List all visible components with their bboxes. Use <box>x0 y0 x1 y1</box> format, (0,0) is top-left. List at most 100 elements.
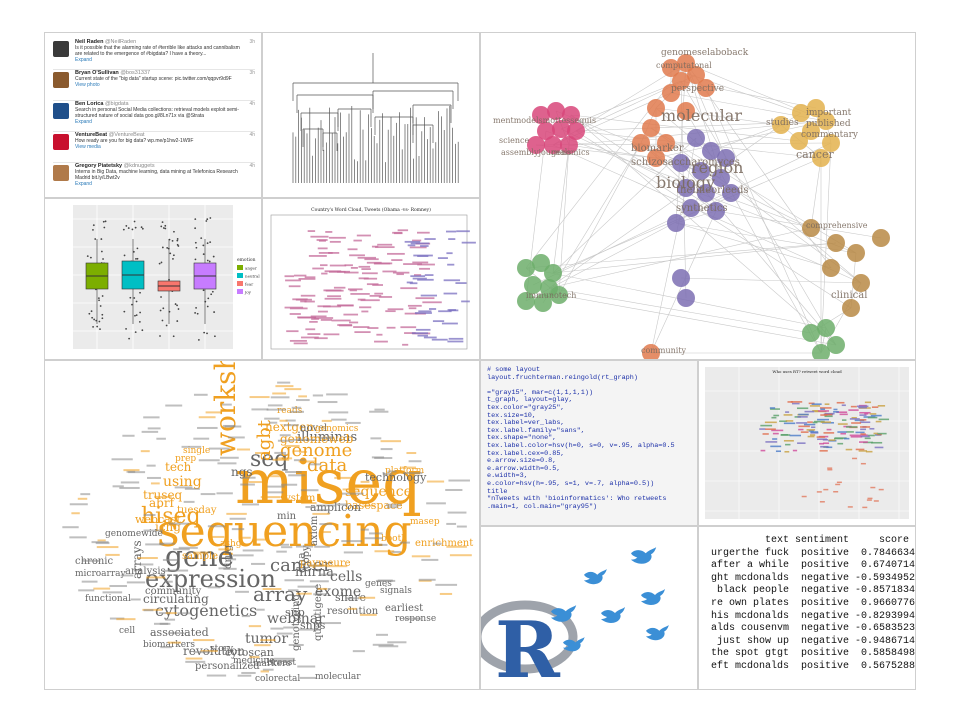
cloud-filler-word <box>270 396 290 399</box>
cloud-word: sequencing <box>157 506 412 557</box>
sentiment-row: eft mcdonalds positive 0.5675288 <box>711 660 916 672</box>
jitter-point <box>88 312 91 315</box>
cloud-filler-word <box>298 395 307 398</box>
comparison-word <box>358 277 369 280</box>
jitter-point <box>135 300 138 303</box>
network-node <box>802 219 820 237</box>
jitter-point <box>214 335 216 338</box>
jitter-point <box>213 311 216 313</box>
scatter-word <box>818 410 830 412</box>
jitter-point <box>125 327 127 330</box>
code-line: title <box>487 487 508 496</box>
comparison-word <box>417 255 429 258</box>
scatter-word <box>808 430 814 432</box>
tweet-action-link[interactable]: Expand <box>75 57 92 63</box>
cloud-filler-word <box>123 469 140 472</box>
scatter-word <box>822 438 829 441</box>
tweet-action-link[interactable]: View media <box>75 144 101 150</box>
jitter-point <box>158 262 161 265</box>
cloud-filler-word <box>167 641 182 644</box>
cloud-word: mirna <box>295 565 334 580</box>
comparison-word <box>309 320 318 323</box>
cloud-filler-word <box>273 657 295 660</box>
cloud-filler-word <box>435 583 458 586</box>
author-handle[interactable]: @bos31337 <box>120 70 151 76</box>
cloud-filler-word <box>264 417 280 420</box>
tweet-author[interactable]: Bryan O'Sullivan @bos31337 <box>75 70 241 76</box>
cloud-word: prep <box>175 454 196 464</box>
comparison-word <box>404 312 418 315</box>
comparison-word <box>285 279 301 282</box>
author-name[interactable]: Ben Lorica <box>75 101 105 107</box>
cloud-filler-word <box>221 403 232 406</box>
author-handle[interactable]: @VentureBeat <box>108 132 145 138</box>
comparison-word <box>323 333 340 336</box>
network-node <box>672 154 690 172</box>
author-name[interactable]: Bryan O'Sullivan <box>75 70 121 76</box>
tweet-author[interactable]: Gregory Piatetsky @kdnuggets <box>75 163 241 169</box>
scatter-word <box>785 420 794 422</box>
cloud-filler-word <box>371 456 385 459</box>
comparison-word <box>297 316 317 319</box>
network-edge <box>548 124 782 289</box>
cloud-filler-word <box>399 541 410 544</box>
jitter-point <box>209 217 212 219</box>
scatter-word <box>771 429 784 432</box>
scatter-word <box>851 417 857 419</box>
comparison-word <box>344 271 359 274</box>
comparison-word <box>361 268 371 270</box>
cloud-filler-word <box>96 546 119 549</box>
tweet-author[interactable]: VentureBeat @VentureBeat <box>75 132 241 138</box>
avatar <box>53 134 69 150</box>
scatter-word <box>859 411 871 414</box>
tweet-author[interactable]: Neil Raden @NeilRaden <box>75 39 241 45</box>
tweet-author[interactable]: Ben Lorica @bigdata <box>75 101 241 107</box>
cloud-word: data <box>307 455 347 476</box>
author-name[interactable]: Neil Raden <box>75 39 105 45</box>
comparison-word <box>294 274 307 277</box>
comparison-word <box>448 337 464 340</box>
cloud-word: dna <box>295 552 308 573</box>
tweet-action-link[interactable]: Expand <box>75 119 92 125</box>
scatter-word <box>859 419 867 421</box>
cloud-filler-word <box>232 554 254 557</box>
comparison-word <box>410 242 430 245</box>
scatter-word <box>796 422 808 424</box>
sentiment-row: black people negative -0.8571834 <box>711 585 916 597</box>
jitter-point <box>203 331 206 334</box>
author-name[interactable]: Gregory Piatetsky <box>75 163 124 169</box>
cloud-filler-word <box>81 580 98 583</box>
network-node <box>537 122 555 140</box>
scatter-word <box>870 414 882 417</box>
author-name[interactable]: VentureBeat <box>75 132 109 138</box>
comparison-word <box>441 322 458 325</box>
author-handle[interactable]: @kdnuggets <box>123 163 155 169</box>
network-edge <box>655 107 782 126</box>
cloud-filler-word <box>270 627 284 630</box>
scatter-word <box>801 495 807 498</box>
cloud-filler-word <box>369 410 389 413</box>
comparison-word <box>361 310 369 313</box>
author-handle[interactable]: @NeilRaden <box>104 39 137 45</box>
cloud-filler-word <box>262 588 282 591</box>
scatter-word <box>841 404 846 407</box>
comparison-word <box>366 283 379 286</box>
cloud-filler-word <box>374 550 395 553</box>
scatter-word <box>876 433 882 436</box>
cloud-filler-word <box>227 558 237 561</box>
cloud-filler-word <box>275 385 294 388</box>
divider <box>53 69 255 70</box>
scatter-word <box>840 432 846 435</box>
cloud-filler-word <box>102 591 123 594</box>
tweet-action-link[interactable]: View photo <box>75 82 100 88</box>
code-line: "nTweets with 'bioinformatics': Who retw… <box>487 495 667 504</box>
network-edge <box>680 277 862 284</box>
tweet-action-link[interactable]: Expand <box>75 181 92 187</box>
cloud-filler-word <box>341 492 364 495</box>
scatter-word <box>823 432 835 434</box>
author-handle[interactable]: @bigdata <box>104 101 129 107</box>
tweet-text: How ready are you for big data? wp.me/p1… <box>75 138 194 144</box>
network-labels: genomeselabobackcomputatonalperspectivem… <box>493 48 868 355</box>
